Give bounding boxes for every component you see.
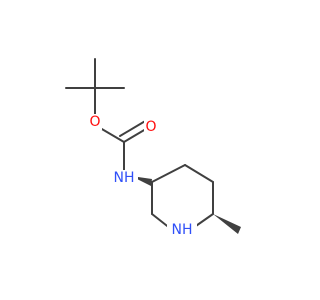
carbonyl-oxygen-label: O bbox=[145, 119, 156, 135]
bond-ring-c4-c5 bbox=[184, 164, 214, 183]
carbonyl-oxygen-atom: O bbox=[144, 119, 158, 135]
ester-oxygen-label: O bbox=[89, 114, 100, 130]
ester-oxygen-atom: O bbox=[88, 114, 102, 130]
molecule-structure-diagram: O O NH NH bbox=[65, 58, 241, 238]
bond-ring-c3-c4 bbox=[151, 164, 186, 183]
carbamate-nh-atom: NH bbox=[110, 170, 138, 186]
atom-labels: O O NH NH bbox=[88, 114, 197, 238]
ring-nh-atom: NH bbox=[167, 222, 197, 238]
wedge-bond-methyl bbox=[213, 214, 241, 234]
bond-carbonyl-double-2 bbox=[119, 119, 148, 137]
carbamate-nh-label: NH bbox=[114, 170, 135, 186]
bonds bbox=[65, 58, 241, 234]
ring-nh-label: NH bbox=[172, 222, 193, 238]
